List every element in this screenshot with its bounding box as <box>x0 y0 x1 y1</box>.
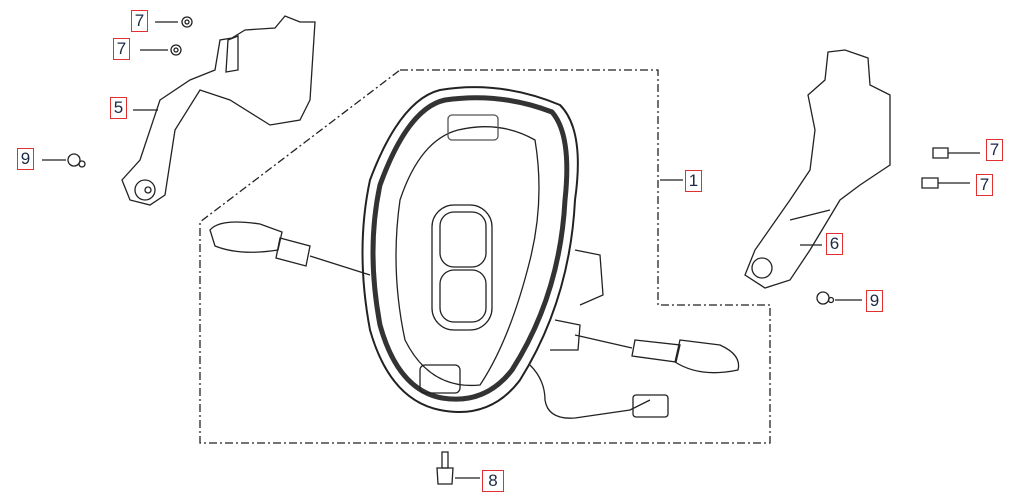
right-turn-signal <box>574 334 740 374</box>
assembly-outline <box>199 69 771 444</box>
callout-1[interactable]: 1 <box>685 170 702 192</box>
callout-9[interactable]: 9 <box>866 290 883 312</box>
callout-7[interactable]: 7 <box>113 38 130 60</box>
screw-7c <box>932 147 980 159</box>
callout-7[interactable]: 7 <box>986 139 1003 161</box>
left-turn-signal <box>209 221 371 276</box>
callout-7[interactable]: 7 <box>976 174 993 196</box>
screw-7d <box>921 177 970 189</box>
callout-9[interactable]: 9 <box>17 148 34 170</box>
headlight-housing <box>361 86 604 413</box>
callout-5[interactable]: 5 <box>110 97 127 119</box>
right-bracket <box>744 49 891 289</box>
screw-7a <box>155 16 193 28</box>
bolt-9a <box>42 153 86 168</box>
callout-7[interactable]: 7 <box>131 10 148 32</box>
screw-7b <box>140 44 182 56</box>
left-bracket <box>121 15 316 206</box>
bolt-9b <box>816 291 862 305</box>
callout-8[interactable]: 8 <box>482 470 504 492</box>
bolt-8 <box>436 451 480 485</box>
wiring-harness <box>529 364 651 419</box>
callout-6[interactable]: 6 <box>826 233 843 255</box>
